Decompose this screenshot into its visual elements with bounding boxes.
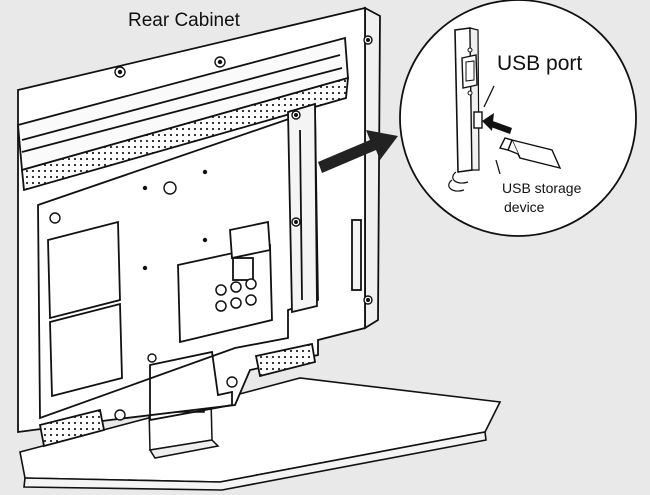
usb-device-label-line1: USB storage — [502, 180, 582, 196]
usb-device-label-line2: device — [504, 199, 545, 215]
terminal-buttons — [215, 278, 257, 312]
screws — [49, 35, 373, 421]
stand-base — [19, 377, 502, 491]
magnified-view — [399, 0, 637, 237]
usb-stick — [498, 137, 562, 170]
rear-cabinet-label: Rear Cabinet — [128, 10, 240, 31]
usb-port-label: USB port — [497, 52, 583, 75]
direction-arrow — [318, 130, 398, 173]
tv-cabinet — [17, 6, 381, 448]
